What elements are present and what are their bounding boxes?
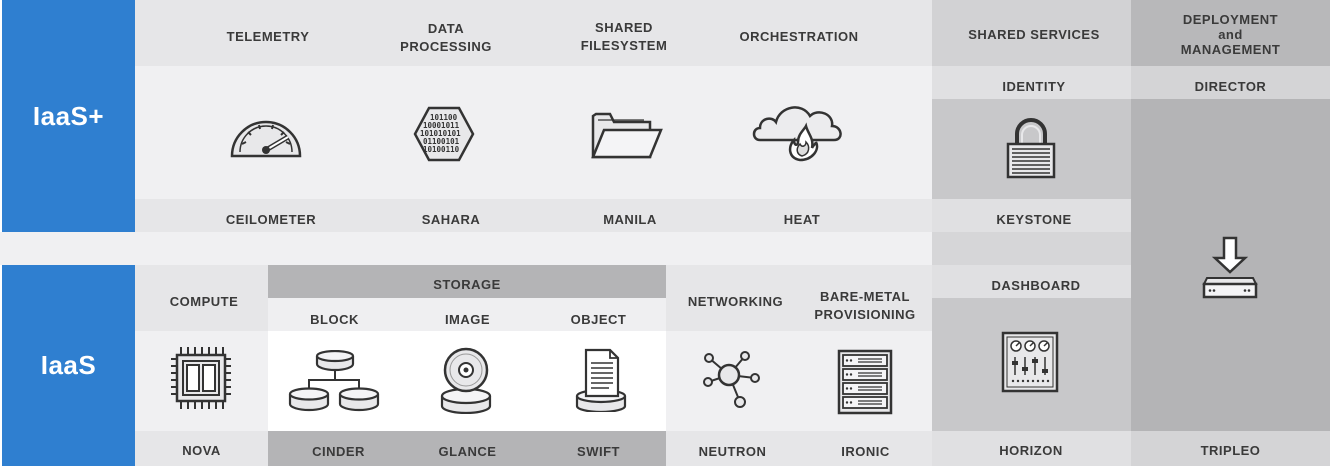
shared-gap-bg [932,232,1131,265]
project-glance: GLANCE [438,443,497,459]
padlock-icon [1005,118,1057,180]
cloud-fire-icon [750,98,846,164]
block-storage-icon [287,350,383,412]
category-orchestration: ORCHESTRATION [739,29,859,45]
deployment-header-line3: MANAGEMENT [1180,42,1281,57]
category-shared-filesystem: SHARED FILESYSTEM [580,20,668,53]
project-sahara: SAHARA [421,211,481,227]
top-category-band [135,0,932,66]
tier-label-iaas-plus: IaaS+ [2,0,135,232]
server-rack-icon [836,348,894,416]
category-networking: NETWORKING [687,294,784,310]
svg-text:01100101: 01100101 [423,137,460,146]
shared-services-header-bg [932,0,1131,66]
project-ironic: IRONIC [841,443,890,459]
category-identity: IDENTITY [1002,78,1066,94]
deployment-header-line1: DEPLOYMENT [1182,12,1279,27]
storage-sub-bg [268,298,666,331]
project-keystone: KEYSTONE [996,211,1072,227]
storage-header-bg [268,265,666,298]
gap-band [0,232,932,265]
svg-text:10100110: 10100110 [423,145,460,154]
top-project-band [135,199,932,232]
tier-label-iaas: IaaS [2,265,135,466]
disc-image-icon [438,346,494,414]
network-nodes-icon [700,350,762,410]
category-dashboard: DASHBOARD [991,277,1081,293]
cpu-chip-icon [169,345,233,411]
category-compute: COMPUTE [169,294,239,310]
project-swift: SWIFT [577,443,620,459]
svg-text:10001011: 10001011 [423,121,460,130]
horizon-label-bg [932,431,1131,466]
project-heat: HEAT [783,211,821,227]
project-manila: MANILA [603,211,657,227]
project-neutron: NEUTRON [698,443,767,459]
category-data-processing: DATA PROCESSING [400,21,492,54]
project-horizon: HORIZON [999,442,1063,458]
shared-services-header: SHARED SERVICES [968,27,1100,43]
category-telemetry: TELEMETRY [226,29,310,45]
object-storage-icon [574,348,628,412]
category-director: DIRECTOR [1194,78,1267,94]
category-object: OBJECT [570,311,627,327]
dashboard-label-bg [932,265,1131,298]
control-panel-icon [1001,331,1059,393]
storage-header: STORAGE [433,276,501,292]
deployment-header: DEPLOYMENT and MANAGEMENT [1131,12,1330,62]
svg-text:101010101: 101010101 [420,129,461,138]
category-block: BLOCK [310,311,359,327]
gauge-icon [228,106,304,160]
binary-hexagon-icon: 101100 10001011 101010101 01100101 10100… [413,106,475,162]
server-download-icon [1201,236,1259,300]
category-baremetal: BARE-METAL PROVISIONING [814,289,916,322]
project-tripleo: TRIPLEO [1200,442,1261,458]
director-label-bg [1131,66,1330,99]
project-nova: NOVA [182,442,221,458]
project-ceilometer: CEILOMETER [225,211,317,227]
svg-text:101100: 101100 [430,113,458,122]
deployment-header-line2: and [1218,27,1243,42]
project-cinder: CINDER [312,443,365,459]
storage-project-bg [268,431,666,466]
identity-label-bg [932,66,1131,99]
folder-icon [590,110,664,160]
tripleo-label-bg [1131,431,1330,466]
keystone-label-bg [932,199,1131,232]
deployment-header-bg [1131,0,1330,66]
category-image: IMAGE [444,311,491,327]
